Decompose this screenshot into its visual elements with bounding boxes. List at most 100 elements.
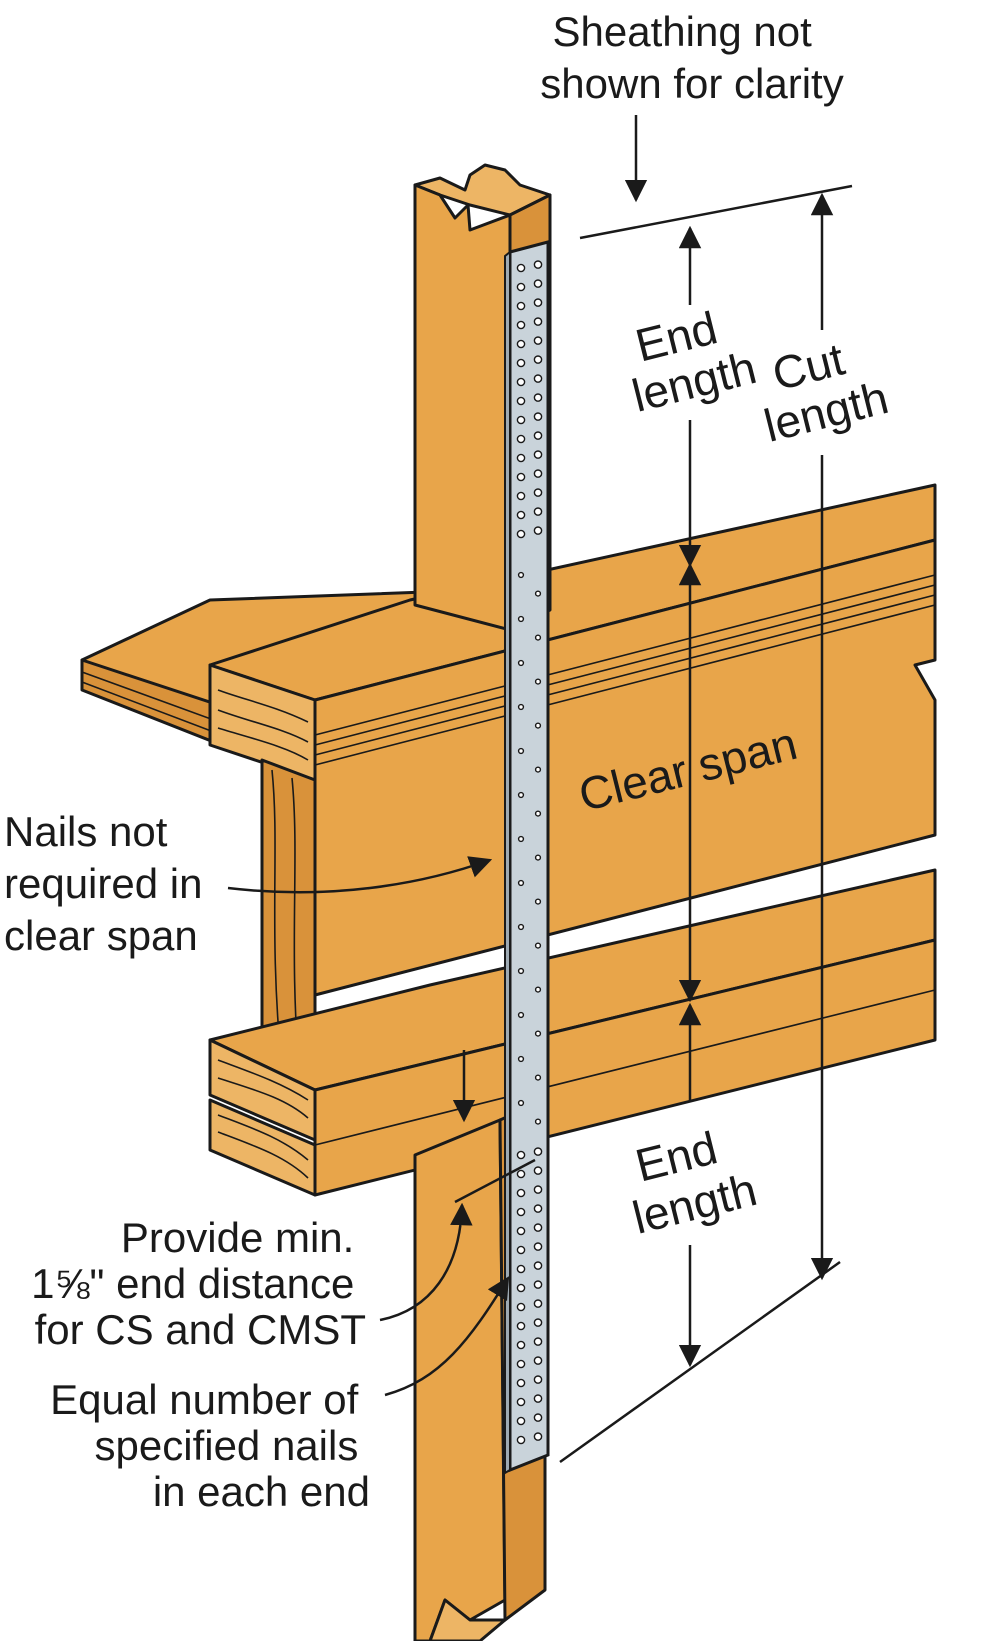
nail-hole <box>533 431 543 440</box>
nail-hole <box>533 1204 543 1213</box>
nail-hole <box>516 377 526 387</box>
nail-hole <box>516 472 526 482</box>
nail-hole <box>533 336 543 345</box>
nail-hole <box>516 415 526 425</box>
nail-hole <box>533 393 543 402</box>
nail-hole <box>516 1264 526 1274</box>
nail-hole <box>516 1188 526 1198</box>
nail-hole <box>517 835 525 843</box>
nail-hole <box>516 358 526 368</box>
nail-hole <box>533 1280 543 1289</box>
nail-hole <box>534 766 542 773</box>
nail-hole <box>516 1340 526 1350</box>
nail-hole <box>533 1432 543 1441</box>
bottom-extension-line <box>559 1260 841 1464</box>
nail-hole <box>534 678 542 685</box>
nail-hole <box>516 282 526 292</box>
nail-hole <box>516 339 526 349</box>
nail-hole <box>533 1223 543 1232</box>
nail-hole <box>533 260 543 269</box>
leader-arrows <box>227 115 648 1397</box>
nail-hole <box>516 1321 526 1331</box>
nail-hole <box>533 1413 543 1422</box>
steel-strap <box>504 240 550 1475</box>
sheathing-note: Sheathing not shown for clarity <box>540 8 843 107</box>
nail-hole <box>516 263 526 273</box>
nail-hole <box>533 1242 543 1251</box>
nail-hole <box>517 747 525 755</box>
equal-nails-label: Equal number of specified nails in each … <box>50 1376 370 1515</box>
nail-hole <box>516 1378 526 1388</box>
nail-hole <box>534 1074 542 1081</box>
nail-hole <box>533 1261 543 1270</box>
end-distance-line <box>454 1158 536 1204</box>
nail-hole <box>533 1394 543 1403</box>
nail-hole <box>533 298 543 307</box>
nail-hole <box>534 898 542 905</box>
nail-hole <box>517 1055 525 1063</box>
nail-hole <box>516 1359 526 1369</box>
nail-hole <box>516 491 526 501</box>
nails-not-required-leader <box>227 856 493 894</box>
nail-hole <box>533 526 543 535</box>
nail-hole <box>533 1185 543 1194</box>
nail-hole <box>517 1099 525 1107</box>
nail-hole <box>516 320 526 330</box>
svg-text:End length: End length <box>615 1115 761 1244</box>
nail-hole <box>533 1318 543 1327</box>
nail-hole <box>534 854 542 861</box>
nail-hole <box>517 703 525 711</box>
nail-hole <box>533 279 543 288</box>
nail-hole <box>516 1416 526 1426</box>
dimension-lines <box>559 184 853 1464</box>
equal-nails-leader <box>384 1276 510 1397</box>
nail-hole <box>517 923 525 931</box>
end-length-bottom-label: End length <box>615 1115 761 1244</box>
top-extension-line <box>579 184 853 240</box>
nail-hole <box>516 301 526 311</box>
nail-hole <box>516 1435 526 1445</box>
nail-hole <box>516 1245 526 1255</box>
nail-hole <box>533 507 543 516</box>
nail-hole <box>533 317 543 326</box>
nail-hole <box>516 1302 526 1312</box>
nail-hole <box>534 942 542 949</box>
nail-hole <box>516 1226 526 1236</box>
svg-text:Cut length: Cut length <box>747 325 893 452</box>
nail-hole <box>516 434 526 444</box>
nail-hole <box>517 571 525 579</box>
nail-hole <box>516 453 526 463</box>
nail-hole <box>516 529 526 539</box>
nail-hole <box>516 1169 526 1179</box>
nail-hole <box>533 450 543 459</box>
strap-nail-holes-top <box>516 260 543 539</box>
nails-not-required-label: Nails not required in clear span <box>4 808 214 959</box>
nail-hole <box>533 1375 543 1384</box>
nail-hole <box>517 879 525 887</box>
nail-hole <box>533 469 543 478</box>
nail-hole <box>534 810 542 817</box>
nail-hole <box>533 1356 543 1365</box>
nail-hole <box>516 1283 526 1293</box>
nail-hole <box>516 1150 526 1160</box>
nail-hole <box>516 510 526 520</box>
nail-hole <box>516 1207 526 1217</box>
end-distance-leader <box>379 1202 473 1322</box>
nail-hole <box>533 374 543 383</box>
nail-hole <box>517 967 525 975</box>
nail-hole <box>533 1337 543 1346</box>
nail-hole <box>534 634 542 641</box>
end-length-top-label: End length <box>615 295 761 422</box>
nail-hole <box>516 396 526 406</box>
nail-hole <box>517 659 525 667</box>
end-distance-label: Provide min. 1⅝" end distance for CS and… <box>31 1214 366 1353</box>
nail-hole <box>517 615 525 623</box>
svg-text:End length: End length <box>615 295 761 422</box>
nail-hole <box>533 1299 543 1308</box>
strap-nail-holes-bottom <box>516 1147 543 1445</box>
nail-hole <box>534 1118 542 1125</box>
nail-hole <box>516 1397 526 1407</box>
nail-hole <box>533 412 543 421</box>
nail-hole <box>534 590 542 597</box>
